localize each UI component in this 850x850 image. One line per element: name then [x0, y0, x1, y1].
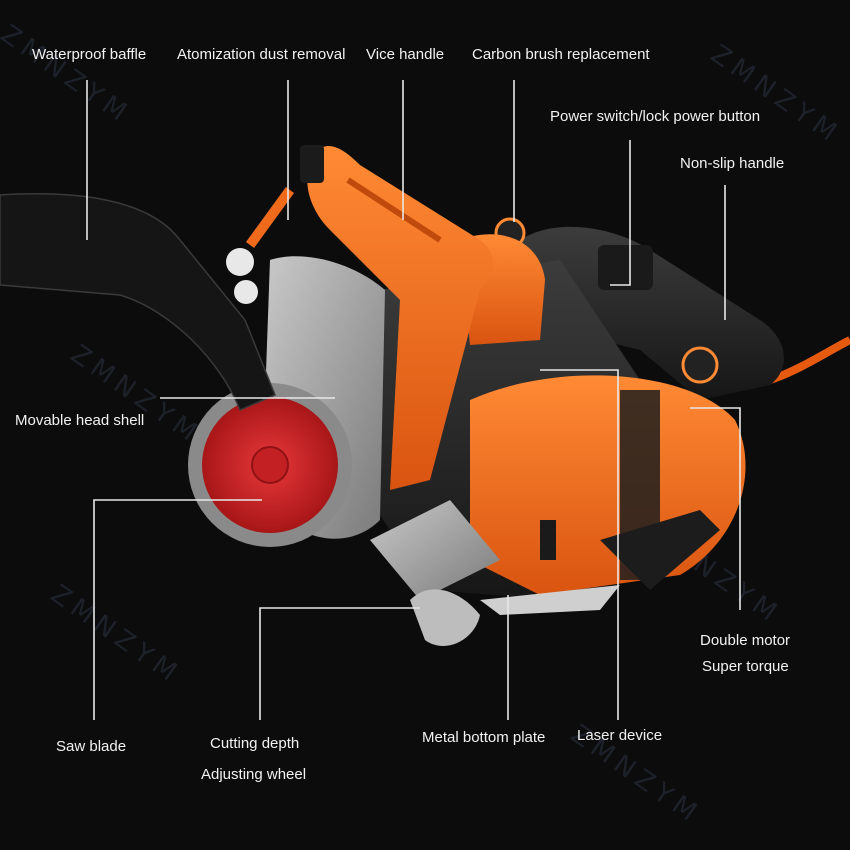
rear-foot	[600, 510, 720, 590]
power-cord	[768, 336, 850, 384]
callout-lines	[86, 80, 741, 720]
label-atomization-dust-removal: Atomization dust removal	[177, 46, 346, 63]
label-movable-head-shell: Movable head shell	[15, 412, 145, 429]
label-adjusting-wheel: Adjusting wheel	[201, 766, 307, 783]
metal-bottom-plate	[480, 585, 620, 615]
carbon-brush-cap	[681, 346, 719, 384]
label-vice-handle: Vice handle	[366, 46, 445, 63]
adjusting-wheel	[410, 589, 480, 646]
label-power-switch: Power switch/lock power button	[550, 108, 761, 125]
label-carbon-brush-replacement: Carbon brush replacement	[472, 46, 650, 63]
label-metal-bottom-plate: Metal bottom plate	[422, 729, 546, 746]
label-super-torque: Super torque	[702, 658, 789, 675]
vice-handle	[307, 145, 494, 491]
hose-fitting	[300, 145, 324, 183]
label-double-motor: Double motor	[700, 632, 791, 649]
depth-adjuster	[370, 500, 500, 600]
power-switch	[598, 245, 653, 290]
hose-connector	[226, 248, 254, 276]
non-slip-handle	[520, 226, 784, 400]
hose-connector	[234, 280, 258, 304]
vent	[540, 520, 556, 560]
label-laser-device: Laser device	[577, 727, 663, 744]
handle-grip	[346, 177, 442, 243]
label-cutting-depth: Cutting depth	[210, 735, 300, 752]
blade-hub	[251, 446, 289, 484]
label-non-slip-handle: Non-slip handle	[680, 155, 785, 172]
water-hose	[245, 187, 295, 248]
waterproof-baffle	[0, 193, 276, 411]
label-saw-blade: Saw blade	[56, 738, 127, 755]
label-waterproof-baffle: Waterproof baffle	[32, 46, 147, 63]
